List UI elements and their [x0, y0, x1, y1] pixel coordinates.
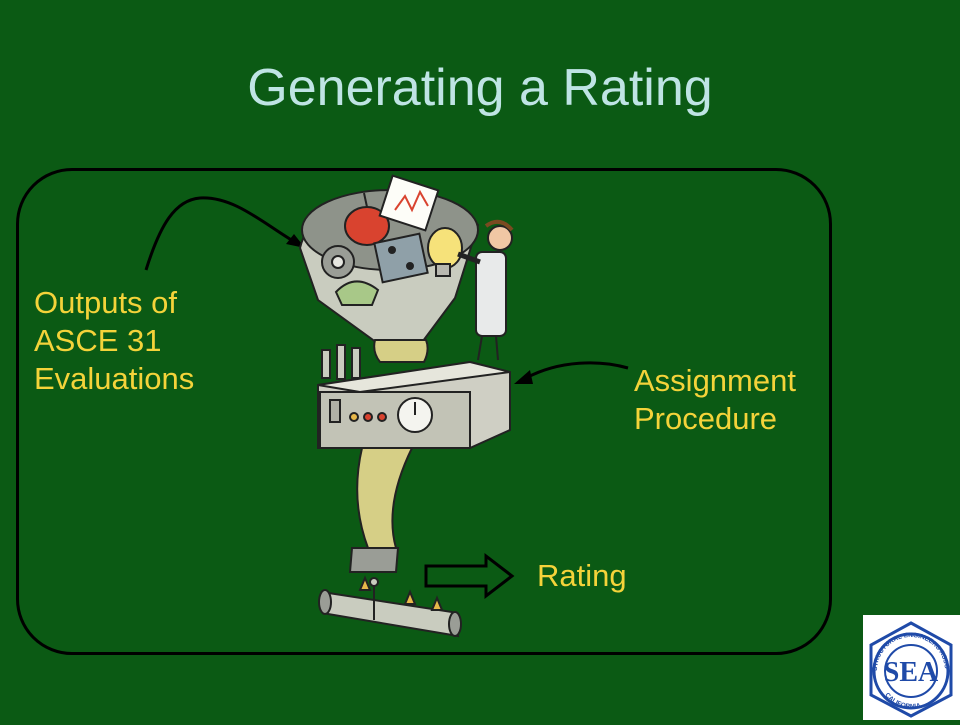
slide-title: Generating a Rating	[247, 59, 713, 117]
sea-logo-icon: STRUCTURAL ENGINEERS ASSOCIATION CALIFOR…	[860, 610, 953, 718]
block-arrow-icon	[424, 552, 515, 600]
logo-letters: SEA	[884, 657, 939, 688]
arrow-icon-inputs	[144, 196, 305, 271]
arrow-icon-procedure	[514, 361, 629, 384]
label-procedure: Assignment Procedure	[634, 363, 796, 436]
label-inputs: Outputs of ASCE 31 Evaluations	[34, 285, 195, 396]
rounded-frame	[16, 168, 832, 655]
funnel-machine-illustration	[298, 174, 514, 638]
label-output: Rating	[537, 558, 627, 593]
sea-logo: STRUCTURAL ENGINEERS ASSOCIATION CALIFOR…	[860, 610, 960, 720]
